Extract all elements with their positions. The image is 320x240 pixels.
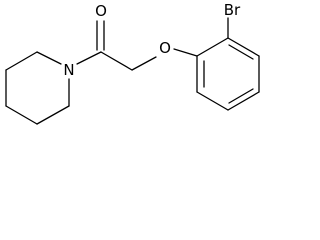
atom-label-oxygen-ether: O [159,39,171,57]
bond-ch2-oxygen [131,56,157,71]
atom-label-oxygen-carbonyl: O [95,2,107,20]
bond-c5-c6 [36,105,70,125]
ring-bond-4 [227,91,260,111]
ring-bond-1 [196,37,229,57]
chemical-structure: O N O Br [5,1,260,125]
atom-label-nitrogen: N [63,61,74,79]
ring-inner-double-1 [228,44,254,60]
atom-label-bromine: Br [224,1,241,19]
bond-n-c2 [36,51,62,65]
piperidine-ring [5,51,70,125]
bond-c2-c3 [5,51,38,71]
ring-inner-double-2 [228,88,254,104]
bond-oxygen-aryl [173,48,198,57]
ring-bond-5 [196,91,229,111]
ring-bond-2 [227,37,260,57]
bond-n-carbonyl-carbon [76,51,102,65]
benzene-ring [196,37,260,111]
bond-c4-c5 [5,105,38,125]
bond-carbonyl-ch2 [100,51,133,71]
